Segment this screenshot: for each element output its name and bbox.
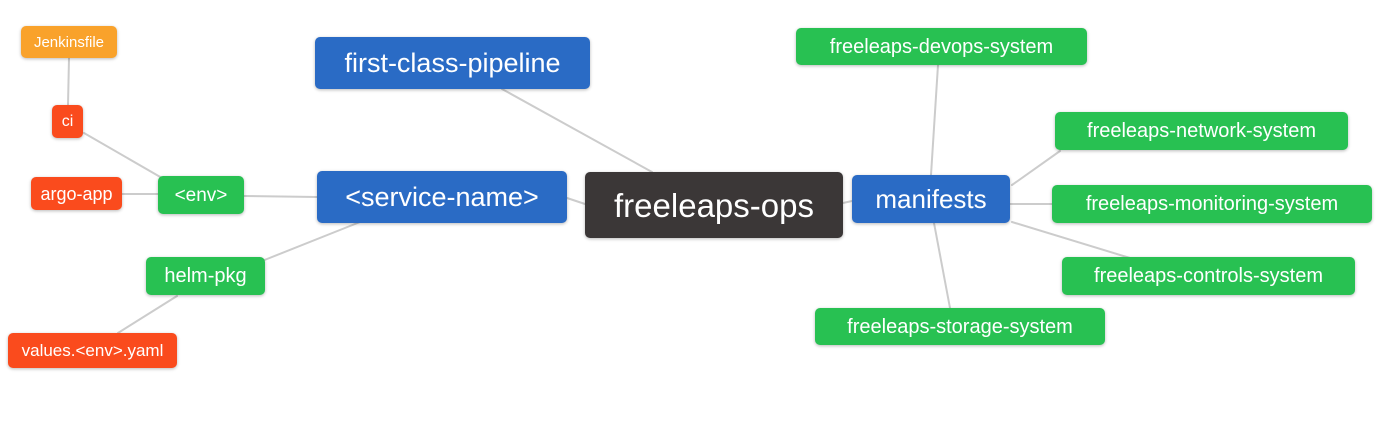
edge-freeleaps-controls-system--manifests (1011, 221, 1131, 259)
node-jenkinsfile[interactable]: Jenkinsfile (21, 26, 117, 58)
node-freeleaps-monitoring-system[interactable]: freeleaps-monitoring-system (1052, 185, 1372, 223)
node-argo-app[interactable]: argo-app (31, 177, 122, 210)
node-values-env-yaml[interactable]: values.<env>.yaml (8, 333, 177, 368)
node-freeleaps-devops-system[interactable]: freeleaps-devops-system (796, 28, 1087, 65)
edge-values-env-yaml--helm-pkg (117, 295, 178, 334)
edge-first-class-pipeline--freeleaps-ops (501, 88, 653, 173)
edge-freeleaps-storage-system--manifests (933, 222, 951, 309)
edge-freeleaps-ops--manifests (842, 200, 853, 204)
edge-ci--env (83, 132, 163, 179)
node-freeleaps-storage-system[interactable]: freeleaps-storage-system (815, 308, 1105, 345)
edge-service-name--freeleaps-ops (566, 197, 586, 205)
edge-env--service-name (243, 195, 318, 198)
node-freeleaps-ops[interactable]: freeleaps-ops (585, 172, 843, 238)
node-env[interactable]: <env> (158, 176, 244, 214)
node-first-class-pipeline[interactable]: first-class-pipeline (315, 37, 590, 89)
node-helm-pkg[interactable]: helm-pkg (146, 257, 265, 295)
node-ci[interactable]: ci (52, 105, 83, 138)
edge-freeleaps-network-system--manifests (1011, 150, 1061, 186)
node-service-name[interactable]: <service-name> (317, 171, 567, 223)
edge-helm-pkg--service-name (261, 221, 361, 262)
edge-freeleaps-devops-system--manifests (930, 64, 939, 176)
edge-jenkinsfile--ci (67, 57, 70, 106)
node-freeleaps-network-system[interactable]: freeleaps-network-system (1055, 112, 1348, 150)
node-manifests[interactable]: manifests (852, 175, 1010, 223)
node-freeleaps-controls-system[interactable]: freeleaps-controls-system (1062, 257, 1355, 295)
